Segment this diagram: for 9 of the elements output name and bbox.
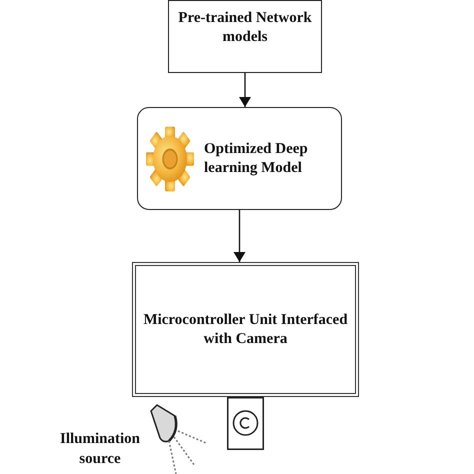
node-label: Pre-trained Network models xyxy=(177,9,313,47)
node-label: Optimized Deep learning Model xyxy=(204,140,309,178)
lamp-label: Illumination source xyxy=(58,430,142,469)
process-box xyxy=(168,0,322,73)
arrow xyxy=(234,210,246,262)
process-box-double xyxy=(132,262,359,397)
node-label: Microcontroller Unit Interfaced with Camera xyxy=(142,310,349,348)
process-box-rounded xyxy=(137,107,342,210)
arrow xyxy=(239,73,251,107)
